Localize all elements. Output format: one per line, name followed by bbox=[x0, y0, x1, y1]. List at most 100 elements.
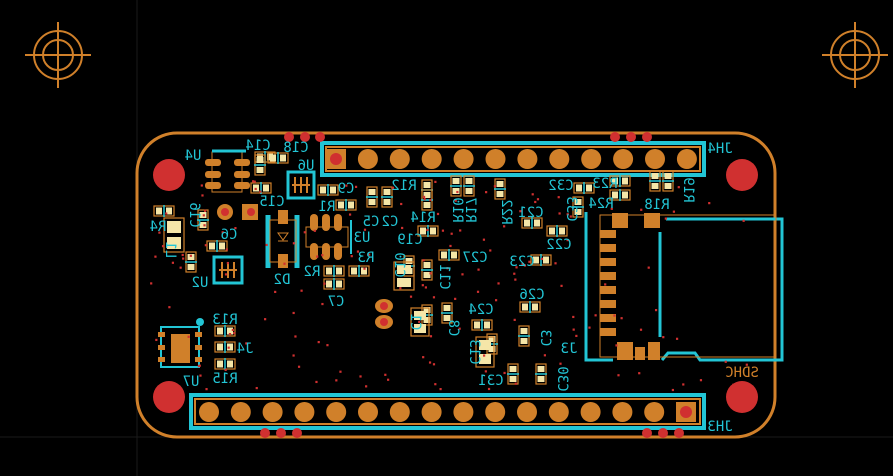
ref-designator-r3: R3 bbox=[358, 250, 375, 266]
smd-component[interactable] bbox=[519, 301, 541, 313]
smd-component[interactable] bbox=[366, 186, 378, 208]
via bbox=[594, 314, 597, 317]
via bbox=[513, 272, 516, 275]
via bbox=[675, 337, 679, 340]
via bbox=[531, 193, 534, 196]
ref-designator-jh3: JH3 bbox=[707, 419, 732, 435]
via bbox=[323, 282, 326, 285]
smd-component[interactable] bbox=[214, 358, 236, 370]
via bbox=[226, 261, 230, 265]
smd-component[interactable] bbox=[267, 152, 289, 164]
via bbox=[245, 342, 248, 345]
via bbox=[487, 387, 491, 391]
via bbox=[292, 242, 295, 245]
ref-designator-c14: C14 bbox=[245, 138, 270, 154]
via bbox=[335, 379, 338, 382]
via bbox=[255, 386, 258, 390]
ic-u3[interactable] bbox=[305, 214, 352, 260]
diode-d2[interactable] bbox=[265, 210, 300, 268]
smd-component[interactable] bbox=[494, 178, 506, 200]
large-capacitor[interactable] bbox=[410, 307, 430, 337]
via bbox=[313, 229, 316, 232]
smd-component[interactable] bbox=[662, 170, 674, 192]
smd-component[interactable] bbox=[348, 265, 370, 277]
via bbox=[161, 245, 165, 248]
smd-component[interactable] bbox=[507, 363, 519, 385]
smd-component[interactable] bbox=[572, 196, 584, 218]
ref-designator-u4: U4 bbox=[185, 148, 202, 164]
ic-u6[interactable] bbox=[286, 170, 316, 200]
ref-designator-j3: J3 bbox=[561, 341, 578, 357]
smd-component[interactable] bbox=[381, 186, 393, 208]
large-capacitor[interactable] bbox=[163, 217, 185, 253]
smd-component[interactable] bbox=[573, 182, 595, 194]
smd-component[interactable] bbox=[317, 184, 339, 196]
ref-designator-c31: C31 bbox=[478, 373, 503, 389]
via bbox=[265, 243, 268, 247]
smd-component[interactable] bbox=[153, 205, 175, 217]
via bbox=[348, 213, 352, 216]
smd-component[interactable] bbox=[546, 225, 568, 237]
smd-component[interactable] bbox=[421, 259, 433, 281]
smd-component[interactable] bbox=[609, 175, 631, 187]
via bbox=[664, 217, 667, 220]
large-capacitor[interactable] bbox=[475, 336, 495, 368]
via bbox=[326, 344, 329, 347]
sd-pin bbox=[600, 258, 616, 266]
smd-component[interactable] bbox=[471, 319, 493, 331]
header-jh3[interactable] bbox=[189, 393, 706, 430]
smd-component[interactable] bbox=[441, 302, 453, 324]
via bbox=[189, 254, 192, 257]
ic-u2[interactable] bbox=[212, 255, 244, 285]
via bbox=[638, 372, 641, 375]
via bbox=[426, 228, 429, 232]
smd-component[interactable] bbox=[450, 175, 462, 197]
via bbox=[422, 356, 425, 359]
header-jh4[interactable] bbox=[320, 141, 706, 177]
ref-designator-c11: C11 bbox=[436, 264, 452, 289]
smd-component[interactable] bbox=[254, 154, 266, 176]
smd-component[interactable] bbox=[214, 325, 236, 337]
smd-component[interactable] bbox=[335, 199, 357, 211]
via bbox=[662, 336, 665, 339]
ref-designator-c21: C21 bbox=[518, 205, 543, 221]
via bbox=[671, 388, 674, 392]
smd-component[interactable] bbox=[463, 175, 475, 197]
via-hole bbox=[380, 302, 388, 310]
via bbox=[321, 302, 324, 306]
ref-designator-u6: U6 bbox=[298, 158, 315, 174]
smd-component[interactable] bbox=[521, 217, 543, 229]
via bbox=[409, 295, 413, 298]
via bbox=[187, 335, 190, 338]
via bbox=[558, 212, 561, 215]
smd-component[interactable] bbox=[214, 341, 236, 353]
ref-designator-r17: R17 bbox=[462, 197, 478, 222]
via bbox=[476, 290, 480, 293]
test-point bbox=[300, 132, 310, 142]
via bbox=[154, 255, 157, 258]
smd-component[interactable] bbox=[323, 265, 345, 277]
large-capacitor[interactable] bbox=[393, 261, 415, 291]
header-pad bbox=[230, 402, 251, 422]
header-pad bbox=[453, 402, 474, 422]
via bbox=[423, 198, 426, 201]
smd-component[interactable] bbox=[535, 363, 547, 385]
via bbox=[485, 191, 488, 194]
ic-u7[interactable] bbox=[158, 318, 204, 368]
sd-card-connector bbox=[584, 212, 784, 362]
via bbox=[225, 248, 228, 251]
smd-component[interactable] bbox=[438, 249, 460, 261]
ic-u4[interactable] bbox=[205, 149, 250, 193]
smd-component[interactable] bbox=[323, 278, 345, 290]
smd-component[interactable] bbox=[649, 170, 661, 192]
smd-component[interactable] bbox=[518, 325, 530, 347]
smd-component[interactable] bbox=[185, 251, 197, 273]
via bbox=[179, 266, 182, 269]
smd-component[interactable] bbox=[206, 240, 228, 252]
test-point bbox=[626, 132, 636, 142]
header-pad bbox=[453, 149, 474, 169]
smd-component[interactable] bbox=[609, 189, 631, 201]
via bbox=[363, 267, 366, 270]
via bbox=[647, 266, 650, 269]
via bbox=[171, 261, 175, 264]
